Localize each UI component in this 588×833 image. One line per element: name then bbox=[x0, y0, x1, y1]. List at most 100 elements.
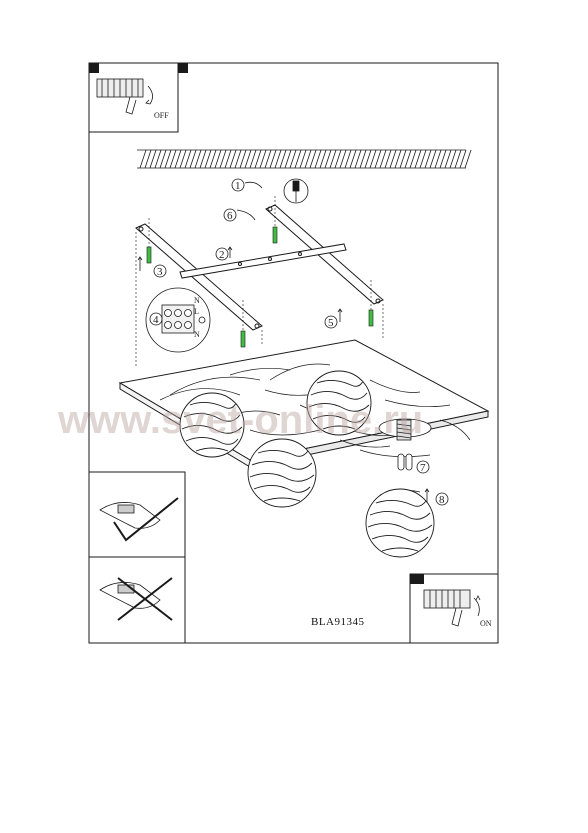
wire-ball-shades bbox=[179, 370, 435, 558]
screw bbox=[272, 226, 278, 244]
lamp-socket bbox=[378, 418, 432, 441]
hatch-line bbox=[404, 149, 412, 169]
switch-off-panel: OFF bbox=[88, 62, 188, 133]
switch-off-icon bbox=[96, 78, 153, 115]
hatch-line bbox=[259, 149, 267, 169]
hatch-line bbox=[144, 149, 152, 169]
hatch-line bbox=[244, 149, 252, 169]
hatch-line bbox=[389, 149, 397, 169]
ceiling-hatch bbox=[137, 149, 472, 169]
hatch-line bbox=[164, 149, 172, 169]
step-3: 3 bbox=[157, 266, 163, 278]
hatch-line bbox=[454, 149, 462, 169]
hatch-line bbox=[314, 149, 322, 169]
hatch-line bbox=[434, 149, 442, 169]
terminal-label-l: L bbox=[194, 307, 199, 316]
screwdriver-icon bbox=[283, 178, 309, 204]
hatch-line bbox=[319, 149, 327, 169]
screw bbox=[240, 330, 246, 348]
hatch-line bbox=[224, 149, 232, 169]
wire-ball bbox=[247, 438, 317, 508]
hatch-line bbox=[139, 149, 147, 169]
switch-on-panel: ON bbox=[409, 573, 499, 644]
switch-on-label: ON bbox=[480, 619, 492, 628]
hatch-line bbox=[199, 149, 207, 169]
hatch-line bbox=[409, 149, 417, 169]
hatch-line bbox=[349, 149, 357, 169]
hatch-line bbox=[339, 149, 347, 169]
model-code: BLA91345 bbox=[311, 616, 365, 628]
hatch-line bbox=[444, 149, 452, 169]
hatch-line bbox=[364, 149, 372, 169]
hatch-line bbox=[459, 149, 467, 169]
hatch-line bbox=[274, 149, 282, 169]
hatch-line bbox=[344, 149, 352, 169]
hatch-line bbox=[194, 149, 202, 169]
hatch-line bbox=[324, 149, 332, 169]
hatch-line bbox=[394, 149, 402, 169]
hatch-line bbox=[184, 149, 192, 169]
hatch-line bbox=[169, 149, 177, 169]
hatch-line bbox=[354, 149, 362, 169]
hand-panels bbox=[88, 471, 186, 644]
screw bbox=[368, 309, 374, 327]
hatch-line bbox=[269, 149, 277, 169]
switch-off-label: OFF bbox=[154, 111, 169, 120]
screw bbox=[146, 246, 152, 264]
wire-ball bbox=[306, 370, 372, 436]
hatch-line bbox=[204, 149, 212, 169]
mounting-bracket bbox=[135, 204, 384, 331]
hatch-line bbox=[229, 149, 237, 169]
hatch-line bbox=[279, 149, 287, 169]
hatch-line bbox=[449, 149, 457, 169]
step-6: 6 bbox=[227, 210, 233, 222]
step-5: 5 bbox=[328, 317, 334, 329]
hatch-line bbox=[249, 149, 257, 169]
wire-ball bbox=[365, 488, 435, 558]
hatch-line bbox=[264, 149, 272, 169]
terminal-block-detail bbox=[145, 287, 211, 353]
hatch-line bbox=[289, 149, 297, 169]
wire-ball bbox=[179, 392, 245, 458]
hatch-line bbox=[294, 149, 302, 169]
page-frame bbox=[88, 62, 499, 644]
hatch-line bbox=[219, 149, 227, 169]
hatch-line bbox=[464, 149, 472, 169]
step-markers bbox=[149, 178, 449, 506]
hatch-line bbox=[299, 149, 307, 169]
hatch-line bbox=[334, 149, 342, 169]
hatch-line bbox=[419, 149, 427, 169]
hatch-line bbox=[174, 149, 182, 169]
hatch-line bbox=[209, 149, 217, 169]
hatch-line bbox=[329, 149, 337, 169]
step-1: 1 bbox=[235, 180, 241, 192]
step-4: 4 bbox=[153, 314, 159, 326]
hatch-line bbox=[214, 149, 222, 169]
hatch-line bbox=[379, 149, 387, 169]
hatch-line bbox=[254, 149, 262, 169]
hatch-line bbox=[159, 149, 167, 169]
hatch-line bbox=[239, 149, 247, 169]
hatch-line bbox=[439, 149, 447, 169]
hatch-line bbox=[399, 149, 407, 169]
hatch-line bbox=[384, 149, 392, 169]
hatch-line bbox=[359, 149, 367, 169]
hand-do-icon bbox=[99, 497, 179, 542]
hatch-line bbox=[149, 149, 157, 169]
terminal-label-n-bottom: N bbox=[194, 330, 200, 339]
hatch-line bbox=[304, 149, 312, 169]
watermark: www.svet-online.ru bbox=[57, 398, 423, 442]
terminal-label-n-top: N bbox=[194, 296, 200, 305]
hatch-line bbox=[424, 149, 432, 169]
hatch-line bbox=[429, 149, 437, 169]
switch-on-icon bbox=[423, 589, 481, 627]
step-labels: 1 2 3 4 5 6 7 8 bbox=[153, 180, 445, 506]
hatch-line bbox=[189, 149, 197, 169]
hatch-line bbox=[369, 149, 377, 169]
hand-dont-icon bbox=[99, 577, 173, 621]
hatch-line bbox=[154, 149, 162, 169]
step-7: 7 bbox=[420, 462, 426, 474]
hatch-line bbox=[234, 149, 242, 169]
bulb-icon bbox=[397, 453, 413, 471]
